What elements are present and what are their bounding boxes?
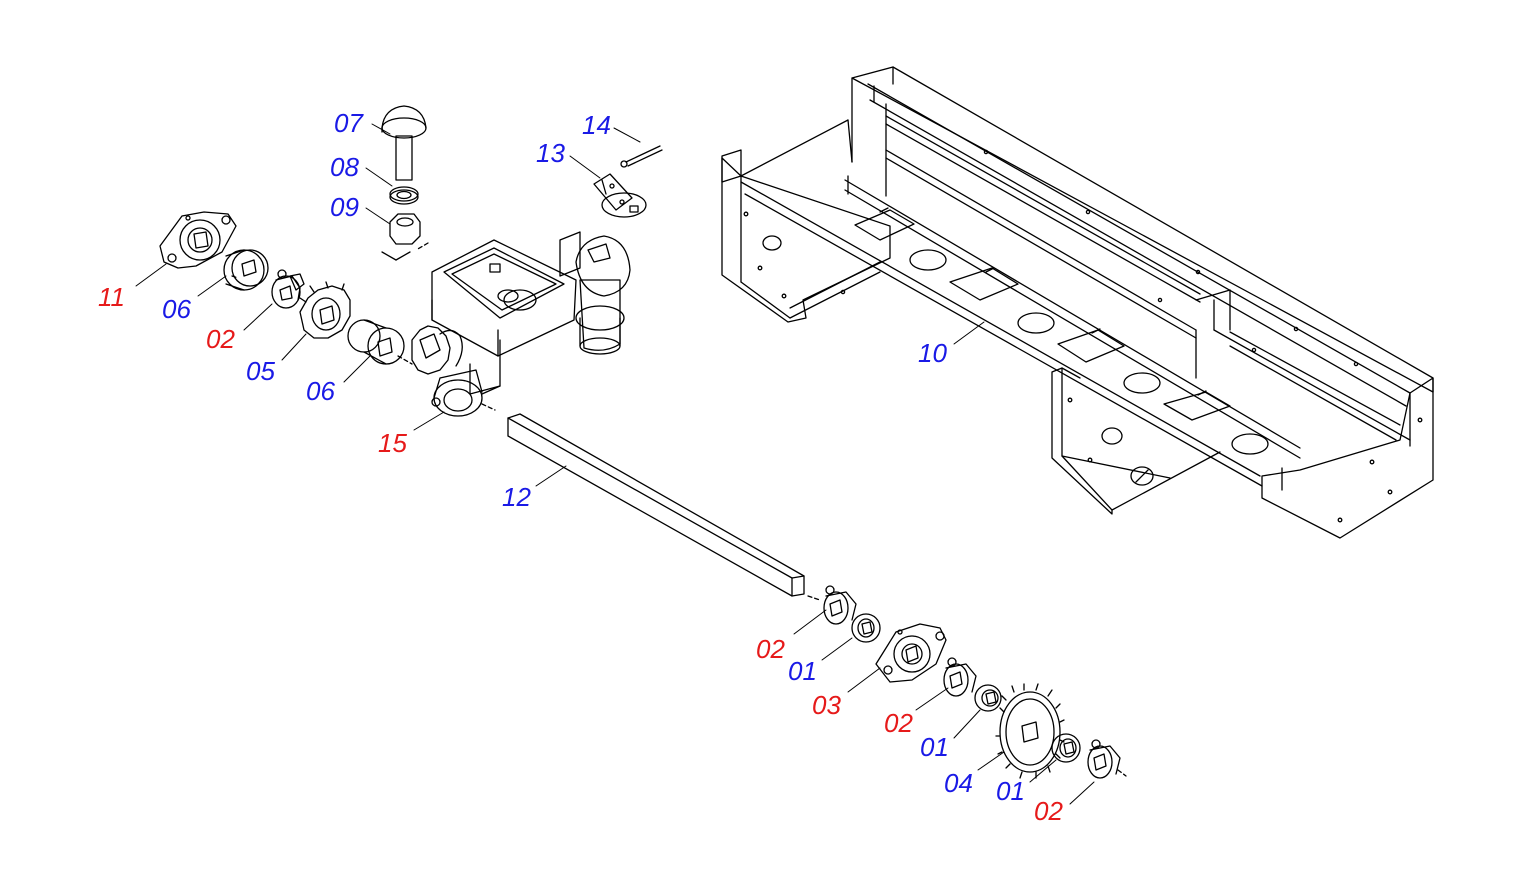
callout-06-left: 06 xyxy=(162,294,191,324)
callout-06-right: 06 xyxy=(306,376,335,406)
callout-10: 10 xyxy=(918,338,947,368)
part-03-flange-bearing xyxy=(876,624,946,682)
callout-01-a: 01 xyxy=(788,656,817,686)
leader-lines xyxy=(136,124,1094,804)
part-02-collar-right-a xyxy=(824,586,856,624)
part-01-spacer-a xyxy=(852,614,880,642)
part-07-carriage-bolt xyxy=(382,106,426,180)
callout-02-end: 02 xyxy=(1034,796,1063,826)
part-02-collar-left xyxy=(272,270,304,308)
callout-02-left: 02 xyxy=(206,324,235,354)
callout-02-shaft: 02 xyxy=(756,634,785,664)
gearbox-housing xyxy=(412,232,630,416)
part-14-cotter-pin xyxy=(621,146,662,167)
callout-13: 13 xyxy=(536,138,565,168)
part-05-bevel-gear xyxy=(300,282,350,338)
callout-01-c: 01 xyxy=(996,776,1025,806)
part-08-washer xyxy=(390,187,418,204)
part-01-spacer-b xyxy=(975,685,1001,711)
callout-04: 04 xyxy=(944,768,973,798)
part-11-flange-bearing xyxy=(160,212,236,268)
part-09-nut xyxy=(390,214,420,244)
callout-15: 15 xyxy=(378,428,407,458)
part-12-square-shaft xyxy=(508,414,804,596)
part-06-bushing-left xyxy=(224,250,268,290)
callout-11: 11 xyxy=(98,282,125,312)
part-01-spacer-c xyxy=(1052,734,1080,762)
callout-08: 08 xyxy=(330,152,359,182)
part-13-bracket xyxy=(594,174,646,217)
callout-09: 09 xyxy=(330,192,359,222)
part-10-frame xyxy=(722,67,1433,538)
callout-labels: 07 08 09 13 14 11 06 02 05 06 15 12 10 0… xyxy=(98,108,1063,826)
part-04-sprocket xyxy=(996,684,1064,778)
part-06-bushing-right xyxy=(348,320,404,364)
part-02-collar-right-c xyxy=(1088,740,1120,778)
callout-14: 14 xyxy=(582,110,611,140)
callout-05: 05 xyxy=(246,356,275,386)
part-02-collar-right-b xyxy=(944,658,976,696)
callout-03: 03 xyxy=(812,690,841,720)
callout-02-mid: 02 xyxy=(884,708,913,738)
callout-07: 07 xyxy=(334,108,364,138)
callout-01-b: 01 xyxy=(920,732,949,762)
callout-12: 12 xyxy=(502,482,531,512)
